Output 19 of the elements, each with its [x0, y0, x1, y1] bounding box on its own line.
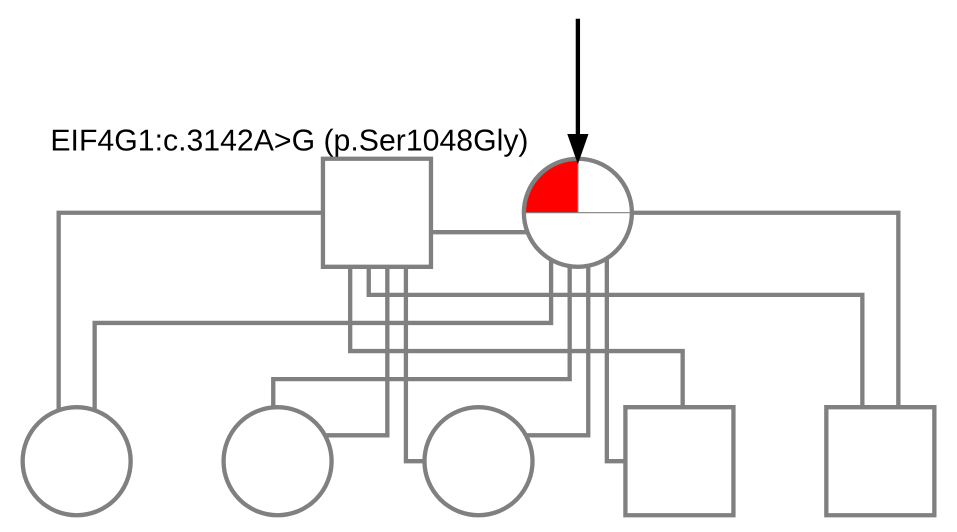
connector — [325, 267, 390, 438]
connector — [432, 230, 528, 234]
node-box — [824, 405, 937, 518]
connector — [404, 267, 424, 464]
connector — [366, 267, 864, 407]
connector — [632, 210, 900, 407]
connector — [348, 267, 685, 407]
node-circle — [422, 405, 535, 518]
connector — [526, 266, 590, 438]
connector — [604, 258, 626, 464]
arrow — [567, 18, 588, 164]
node-circle — [221, 405, 334, 518]
connector — [92, 260, 554, 410]
node-label: EIF4G1:c.3142A>G (p.Ser1048Gly) — [50, 124, 529, 158]
node-box — [623, 405, 736, 518]
node-box — [320, 156, 434, 269]
connector — [271, 266, 572, 407]
connector — [56, 210, 322, 410]
node-circle — [20, 405, 133, 518]
